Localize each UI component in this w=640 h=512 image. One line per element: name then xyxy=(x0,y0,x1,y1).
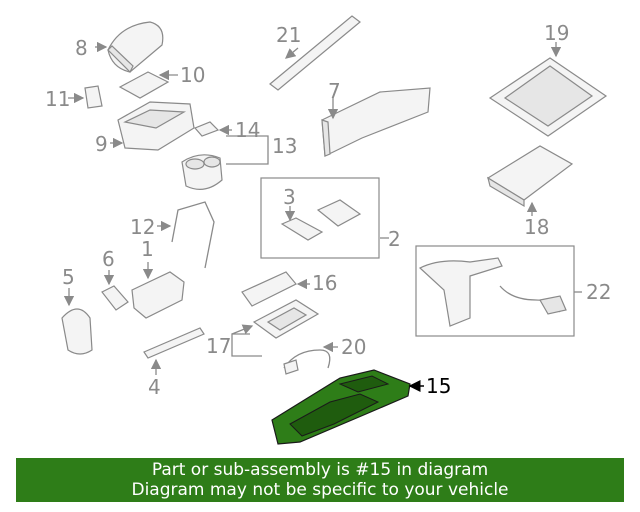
callout-22: 22 xyxy=(586,280,611,304)
part-14-cup-insert[interactable]: 14 xyxy=(193,118,260,142)
banner-line-1: Part or sub-assembly is #15 in diagram xyxy=(151,460,489,480)
callout-10: 10 xyxy=(180,63,205,87)
callout-13: 13 xyxy=(272,134,297,158)
callout-1: 1 xyxy=(141,237,154,261)
callout-2: 2 xyxy=(388,227,401,251)
callout-5: 5 xyxy=(62,265,75,289)
callout-7: 7 xyxy=(328,79,341,103)
part-18-tray[interactable]: 18 xyxy=(486,145,574,239)
part-5-shift-knob[interactable]: 5 xyxy=(61,265,93,355)
part-21-trim-strip[interactable]: 21 xyxy=(269,15,361,91)
banner-line-2: Diagram may not be specific to your vehi… xyxy=(131,480,509,500)
part-13-cup-holder[interactable]: 13 xyxy=(181,134,297,190)
callout-11: 11 xyxy=(45,87,70,111)
callout-9: 9 xyxy=(95,132,108,156)
part-8-armrest-lid[interactable]: 8 xyxy=(75,21,164,74)
callout-17: 17 xyxy=(206,334,231,358)
info-banner: Part or sub-assembly is #15 in diagram D… xyxy=(16,458,624,502)
callout-6: 6 xyxy=(102,247,115,271)
part-22-shifter-assembly[interactable]: 22 xyxy=(415,245,611,337)
callout-4: 4 xyxy=(148,375,161,399)
callout-15: 15 xyxy=(426,374,451,398)
part-1-bin[interactable]: 1 xyxy=(131,237,185,319)
part-15-console-highlighted[interactable]: 15 xyxy=(271,369,451,445)
callout-21: 21 xyxy=(276,23,301,47)
part-20-harness[interactable]: 20 xyxy=(283,335,366,375)
callout-20: 20 xyxy=(341,335,366,359)
part-6-switch[interactable]: 6 xyxy=(101,247,129,311)
part-9-storage-box[interactable]: 9 xyxy=(95,101,195,156)
callout-18: 18 xyxy=(524,215,549,239)
part-16-switch-panel[interactable]: 16 xyxy=(241,271,337,307)
callout-14: 14 xyxy=(235,118,260,142)
part-19-tray-mat[interactable]: 19 xyxy=(488,21,608,137)
part-12-wire-bracket[interactable]: 12 xyxy=(130,201,215,269)
part-17-shifter-bezel[interactable]: 17 xyxy=(206,299,320,358)
part-2-bracket-assembly[interactable]: 2 3 xyxy=(260,177,401,259)
part-7-side-panel[interactable]: 7 xyxy=(321,79,431,157)
callout-19: 19 xyxy=(544,21,569,45)
callout-16: 16 xyxy=(312,271,337,295)
callout-3: 3 xyxy=(283,185,296,209)
callout-12: 12 xyxy=(130,215,155,239)
callout-8: 8 xyxy=(75,36,88,60)
part-11-clip[interactable]: 11 xyxy=(45,85,103,111)
part-10-mat[interactable]: 10 xyxy=(118,63,205,99)
part-4-trim-bar[interactable]: 4 xyxy=(143,327,205,399)
